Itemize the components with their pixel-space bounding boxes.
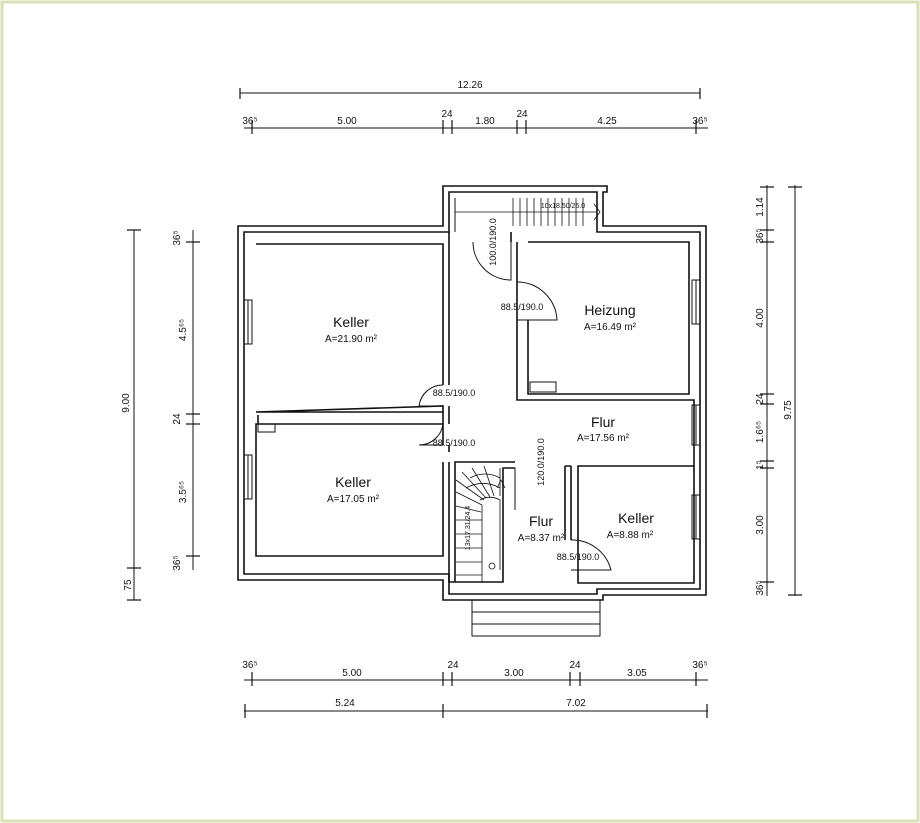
dim-bottom-seg-3: 24: [447, 660, 459, 671]
dim-right-seg-8: 36⁵: [755, 580, 766, 595]
dim-right-seg-4: 24: [755, 393, 766, 405]
dim-top-seg-5: 24: [516, 109, 528, 120]
room-area-flur-2: A=8.37 m²: [518, 533, 565, 544]
dim-top-overall: 12.26: [457, 80, 482, 91]
dim-right-seg-5: 1.6⁶⁵: [755, 421, 766, 443]
door-swings: [418, 241, 612, 571]
bottom-dimensions: 36⁵ 5.00 24 3.00 24 3.05 36⁵ 5.24 7.02: [242, 660, 708, 718]
room-name-flur-1: Flur: [591, 414, 615, 430]
dim-left-extra: 75: [123, 579, 134, 591]
dim-top-seg-3: 24: [441, 109, 453, 120]
door-label-2: 88.5/190.0: [501, 302, 544, 312]
door-label-1: 100.0/190.0: [488, 218, 498, 266]
room-labels: Keller A=21.90 m² Heizung A=16.49 m² Flu…: [325, 302, 654, 544]
room-area-flur-1: A=17.56 m²: [577, 433, 630, 444]
room-area-keller-3: A=8.88 m²: [607, 530, 654, 541]
dim-bottom-seg-7: 36⁵: [692, 660, 707, 671]
room-name-heizung: Heizung: [584, 302, 635, 318]
top-dimensions: 12.26 36⁵ 5.00 24 1.80 24 4.25 36⁵: [239, 80, 708, 134]
left-dimensions: 9.00 75 36⁵ 4.5⁶⁵ 24 3.5⁶⁵ 36⁵: [121, 229, 200, 601]
dim-right-overall: 9.75: [783, 400, 794, 420]
dim-left-seg-3: 24: [172, 413, 183, 425]
dim-left-overall: 9.00: [121, 393, 132, 413]
outside-stair: 10x18.50/25.0: [455, 198, 601, 226]
dim-bottom-seg-6: 3.05: [627, 668, 647, 679]
dim-left-seg-5: 36⁵: [172, 555, 183, 570]
room-name-flur-2: Flur: [529, 513, 553, 529]
dim-left-seg-1: 36⁵: [172, 230, 183, 245]
door-label-4: 88.5/190.0: [433, 438, 476, 448]
dim-bottom-seg-1: 36⁵: [242, 660, 257, 671]
dim-top-seg-6: 4.25: [597, 116, 617, 127]
dim-top-seg-1: 36⁵: [242, 116, 257, 127]
dim-left-seg-4: 3.5⁶⁵: [178, 481, 189, 503]
dim-right-seg-7: 3.00: [755, 515, 766, 535]
door-label-5: 120.0/190.0: [536, 438, 546, 486]
room-name-keller-3: Keller: [618, 510, 654, 526]
walls: [237, 185, 707, 637]
room-area-keller-1: A=21.90 m²: [325, 334, 378, 345]
door-label-6: 88.5/190.0: [557, 552, 600, 562]
dim-right-seg-2: 36⁵: [755, 228, 766, 243]
dim-right-seg-1: 1.14: [755, 197, 766, 217]
dim-bottom-overall-2: 7.02: [566, 698, 586, 709]
dim-left-seg-2: 4.5⁶⁵: [178, 319, 189, 341]
right-dimensions: 1.14 36⁵ 4.00 24 1.6⁶⁵ 1⁵ 3.00 36⁵ 9.75: [755, 185, 802, 596]
dim-bottom-seg-5: 24: [569, 660, 581, 671]
dim-top-seg-4: 1.80: [475, 116, 495, 127]
inside-stair: 13x17.31/24.4: [455, 465, 506, 582]
outside-stair-label: 10x18.50/25.0: [541, 203, 585, 210]
dim-right-seg-6: 1⁵: [755, 460, 766, 470]
dim-bottom-seg-4: 3.00: [504, 668, 524, 679]
inside-stair-label: 13x17.31/24.4: [465, 506, 472, 550]
room-name-keller-2: Keller: [335, 474, 371, 490]
room-area-heizung: A=16.49 m²: [584, 322, 637, 333]
dim-bottom-seg-2: 5.00: [342, 668, 362, 679]
dim-bottom-overall-1: 5.24: [335, 698, 355, 709]
room-name-keller-1: Keller: [333, 314, 369, 330]
dim-top-seg-2: 5.00: [337, 116, 357, 127]
dim-right-seg-3: 4.00: [755, 308, 766, 328]
door-labels: 100.0/190.0 88.5/190.0 88.5/190.0 88.5/1…: [433, 218, 600, 562]
room-area-keller-2: A=17.05 m²: [327, 494, 380, 505]
door-label-3: 88.5/190.0: [433, 388, 476, 398]
dim-top-seg-7: 36⁵: [692, 116, 707, 127]
